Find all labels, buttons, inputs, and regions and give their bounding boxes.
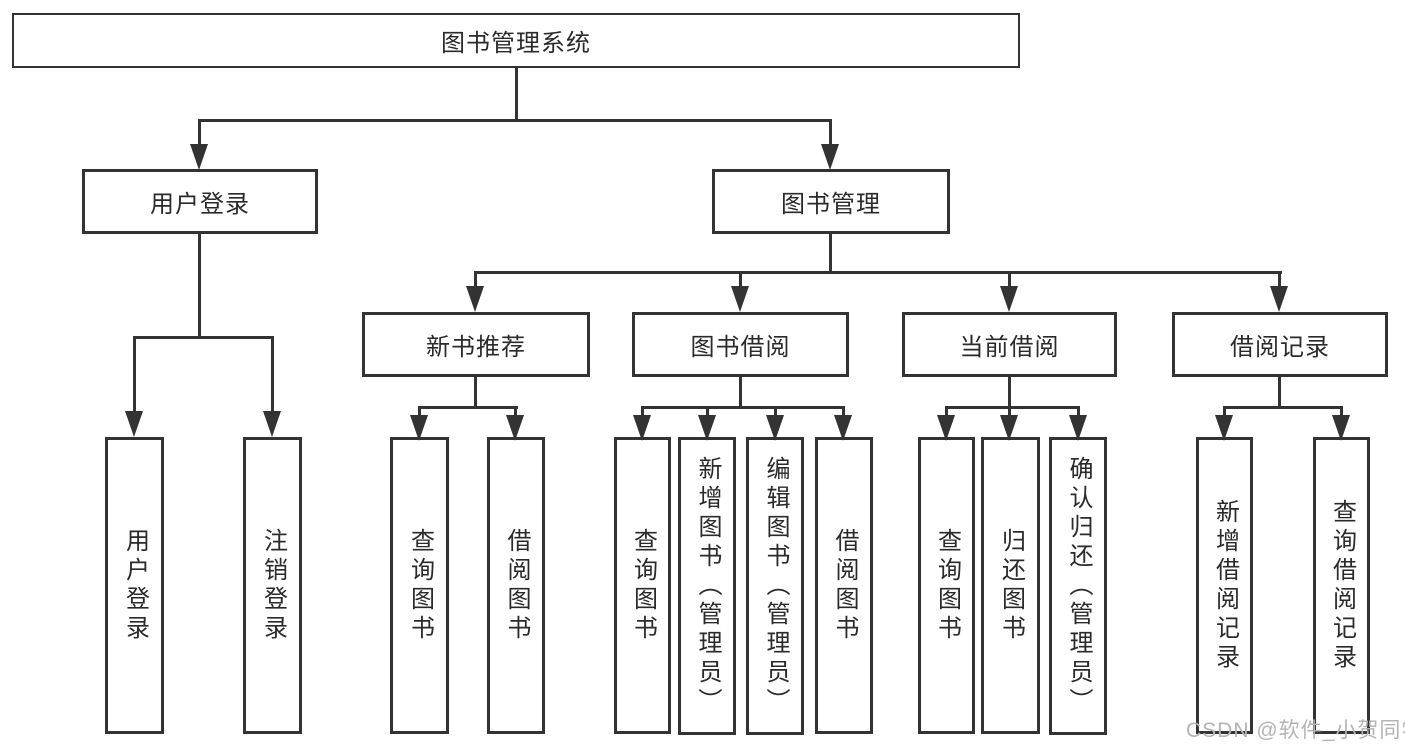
leaf-current-confirm-return-admin: 确认归还（管理员）: [1049, 437, 1107, 735]
leaf-borrow-query-books: 查询图书: [614, 437, 671, 734]
arrow-down-icon: [466, 286, 484, 312]
connector-to-user-login: [198, 119, 201, 147]
connector-to-user-login-leaf: [133, 336, 136, 412]
arrow-down-icon: [1069, 415, 1087, 441]
arrow-down-icon: [1332, 415, 1350, 441]
node-current-borrow: 当前借阅: [902, 312, 1117, 377]
arrow-down-icon: [1000, 415, 1018, 441]
connector-leaf: [945, 406, 948, 416]
connector-recommend-split: [418, 406, 518, 409]
connector-to-borrow-records: [1278, 271, 1281, 289]
connector-leaf: [418, 406, 421, 416]
arrow-down-icon: [410, 415, 428, 441]
node-new-book-recommend: 新书推荐: [362, 312, 590, 377]
connector-to-current-borrow: [1008, 271, 1011, 289]
leaf-records-query-record: 查询借阅记录: [1313, 437, 1370, 734]
leaf-current-query-books: 查询图书: [918, 437, 975, 734]
connector-recommend-trunk: [474, 377, 477, 409]
connector-records-trunk: [1278, 377, 1281, 409]
connector-leaf: [514, 406, 517, 416]
leaf-current-return-books: 归还图书: [981, 437, 1040, 734]
connector-leaf: [1077, 406, 1080, 416]
connector-to-logout-leaf: [271, 336, 274, 412]
connector-leaf: [774, 406, 777, 416]
connector-leaf: [641, 406, 644, 416]
leaf-borrow-borrow-books: 借阅图书: [815, 437, 873, 734]
connector-user-login-trunk: [198, 234, 201, 338]
node-root: 图书管理系统: [12, 13, 1020, 68]
connector-leaf: [1340, 406, 1343, 416]
arrow-down-icon: [506, 415, 524, 441]
node-user-login: 用户登录: [82, 169, 318, 234]
connector-leaf: [1008, 406, 1011, 416]
connector-to-new-book-recommend: [474, 271, 477, 289]
connector-level2-split: [474, 271, 1282, 274]
node-book-management: 图书管理: [712, 169, 950, 234]
arrow-down-icon: [1000, 286, 1018, 312]
leaf-user-login: 用户登录: [105, 437, 164, 734]
leaf-borrow-add-books-admin: 新增图书（管理员）: [678, 437, 736, 735]
connector-leaf: [842, 406, 845, 416]
leaf-recommend-borrow-books: 借阅图书: [487, 437, 545, 734]
arrow-down-icon: [1270, 286, 1288, 312]
leaf-records-add-record: 新增借阅记录: [1196, 437, 1253, 734]
leaf-borrow-edit-books-admin: 编辑图书（管理员）: [746, 437, 804, 735]
node-borrow-records: 借阅记录: [1172, 312, 1388, 377]
connector-leaf: [1223, 406, 1226, 416]
arrow-down-icon: [821, 144, 839, 170]
connector-to-book-management: [829, 119, 832, 147]
arrow-down-icon: [1215, 415, 1233, 441]
csdn-watermark: CSDN @软件_小贺同学: [1186, 719, 1405, 742]
connector-borrow-split: [641, 406, 845, 409]
connector-records-split: [1223, 406, 1343, 409]
connector-current-trunk: [1008, 377, 1011, 409]
arrow-down-icon: [263, 411, 281, 437]
connector-level1-split: [198, 119, 832, 122]
arrow-down-icon: [834, 415, 852, 441]
connector-root-trunk: [515, 68, 518, 121]
connector-book-management-trunk: [829, 234, 832, 274]
arrow-down-icon: [731, 286, 749, 312]
leaf-logout: 注销登录: [243, 437, 302, 734]
connector-current-split: [945, 406, 1080, 409]
arrow-down-icon: [937, 415, 955, 441]
connector-borrow-trunk: [739, 377, 742, 409]
leaf-recommend-query-books: 查询图书: [390, 437, 449, 734]
arrow-down-icon: [125, 411, 143, 437]
connector-leaf: [706, 406, 709, 416]
connector-to-book-borrow: [739, 271, 742, 289]
arrow-down-icon: [766, 415, 784, 441]
node-book-borrow: 图书借阅: [632, 312, 849, 377]
arrow-down-icon: [633, 415, 651, 441]
arrow-down-icon: [190, 144, 208, 170]
arrow-down-icon: [698, 415, 716, 441]
connector-user-login-split: [133, 336, 274, 339]
